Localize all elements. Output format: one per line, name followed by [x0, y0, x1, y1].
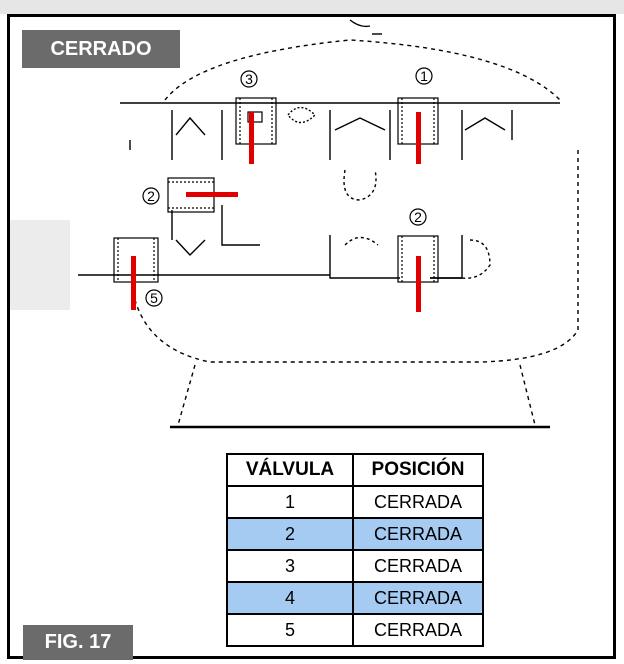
valve-2-right-marker	[409, 208, 427, 226]
valve-position: CERRADA	[352, 485, 484, 519]
valve-3-label: 3	[245, 71, 253, 87]
valve-number: 5	[226, 613, 354, 647]
top-mark	[349, 19, 371, 28]
valve-5-marker	[145, 289, 163, 307]
valve-3	[235, 97, 277, 145]
table-row: 5 CERRADA	[226, 613, 484, 647]
valve-2-right-arrow	[416, 256, 421, 312]
center-swirl	[343, 169, 377, 201]
center-swirl-low	[344, 236, 379, 246]
valve-position-table: VÁLVULA POSICIÓN 1 CERRADA 2 CERRADA 3 C…	[226, 453, 484, 647]
tank-legs	[177, 364, 536, 426]
left-pipe	[171, 110, 260, 246]
column-header-valve: VÁLVULA	[226, 453, 354, 487]
valve-2-left-label: 2	[147, 188, 155, 204]
valve-1-marker	[415, 67, 433, 85]
valve-number: 2	[226, 517, 354, 551]
valve-position: CERRADA	[352, 549, 484, 583]
figure-label: FIG. 17	[23, 625, 133, 660]
bottom-pipe	[78, 274, 462, 279]
valve-number: 3	[226, 549, 354, 583]
left-shade	[10, 220, 70, 310]
table-row: 2 CERRADA	[226, 517, 484, 551]
table-row: 4 CERRADA	[226, 581, 484, 615]
left-chevrons	[175, 116, 206, 257]
valve-3-marker	[240, 70, 258, 88]
valve-5-arrow	[131, 256, 136, 310]
valve-position: CERRADA	[352, 517, 484, 551]
valve-position: CERRADA	[352, 613, 484, 647]
right-pipe	[430, 110, 513, 279]
table-row: 3 CERRADA	[226, 549, 484, 583]
table-row: 1 CERRADA	[226, 485, 484, 519]
column-header-position: POSICIÓN	[352, 453, 484, 487]
valve-number: 4	[226, 581, 354, 615]
center-pipe	[329, 110, 400, 279]
valve-position: CERRADA	[352, 581, 484, 615]
valve-3-arrow	[249, 112, 254, 164]
valve3-spring	[287, 106, 316, 124]
valve-2-right-label: 2	[414, 209, 422, 225]
right-curve	[461, 239, 491, 279]
valve-1-label: 1	[420, 68, 428, 84]
top-background	[0, 0, 624, 14]
table-header-row: VÁLVULA POSICIÓN	[226, 453, 484, 487]
valve-2-left-arrow	[186, 192, 238, 197]
valve-2-left-marker	[142, 187, 160, 205]
valve-1-arrow	[416, 112, 421, 164]
valve-number: 1	[226, 485, 354, 519]
valve-5-label: 5	[150, 290, 158, 306]
state-label: CERRADO	[22, 30, 180, 68]
tank-body	[134, 150, 579, 363]
tank-dome	[164, 39, 561, 101]
